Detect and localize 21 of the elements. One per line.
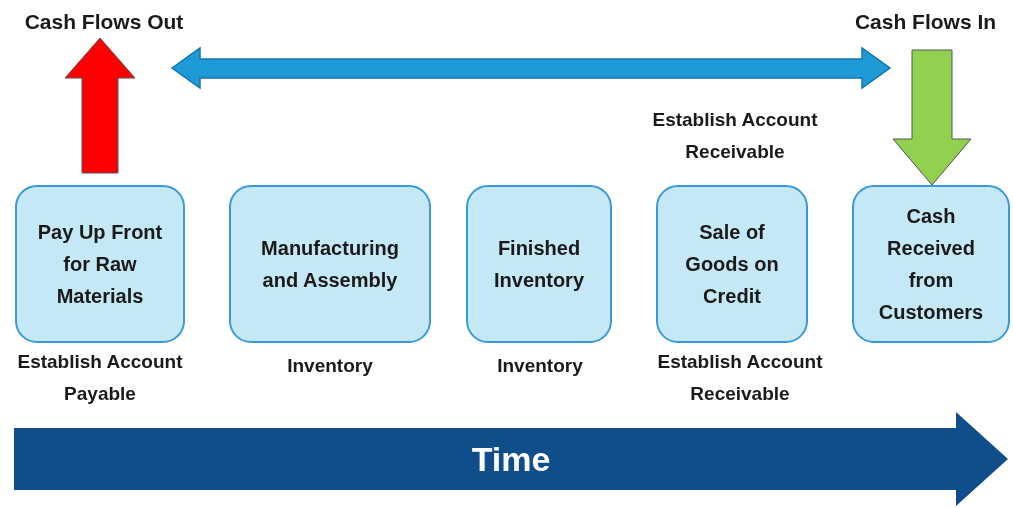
- process-box: [466, 185, 612, 343]
- arrow: [64, 37, 136, 174]
- box-label: Cash Received from Customers: [877, 204, 985, 325]
- heading-text: Cash Flows In: [838, 6, 1013, 38]
- box-label: Sale of Goods on Credit: [684, 220, 780, 309]
- arrow: [892, 49, 972, 186]
- box-label: Pay Up Front for Raw Materials: [36, 220, 164, 309]
- note-text: Inventory: [286, 354, 374, 378]
- process-box: [15, 185, 185, 343]
- process-box: [229, 185, 431, 343]
- time-arrow: [14, 412, 1008, 506]
- note-text: Establish Account Payable: [16, 350, 184, 406]
- heading-text: Cash Flows Out: [4, 6, 204, 38]
- note-text: Inventory: [496, 354, 584, 378]
- box-label: Finished Inventory: [493, 236, 585, 293]
- process-box: [852, 185, 1010, 343]
- box-label: Manufacturing and Assembly: [260, 236, 400, 293]
- note-text: Establish Account Receivable: [656, 350, 824, 406]
- note-text: Establish Account Receivable: [651, 108, 819, 164]
- time-label: Time: [471, 439, 551, 479]
- process-box: [656, 185, 808, 343]
